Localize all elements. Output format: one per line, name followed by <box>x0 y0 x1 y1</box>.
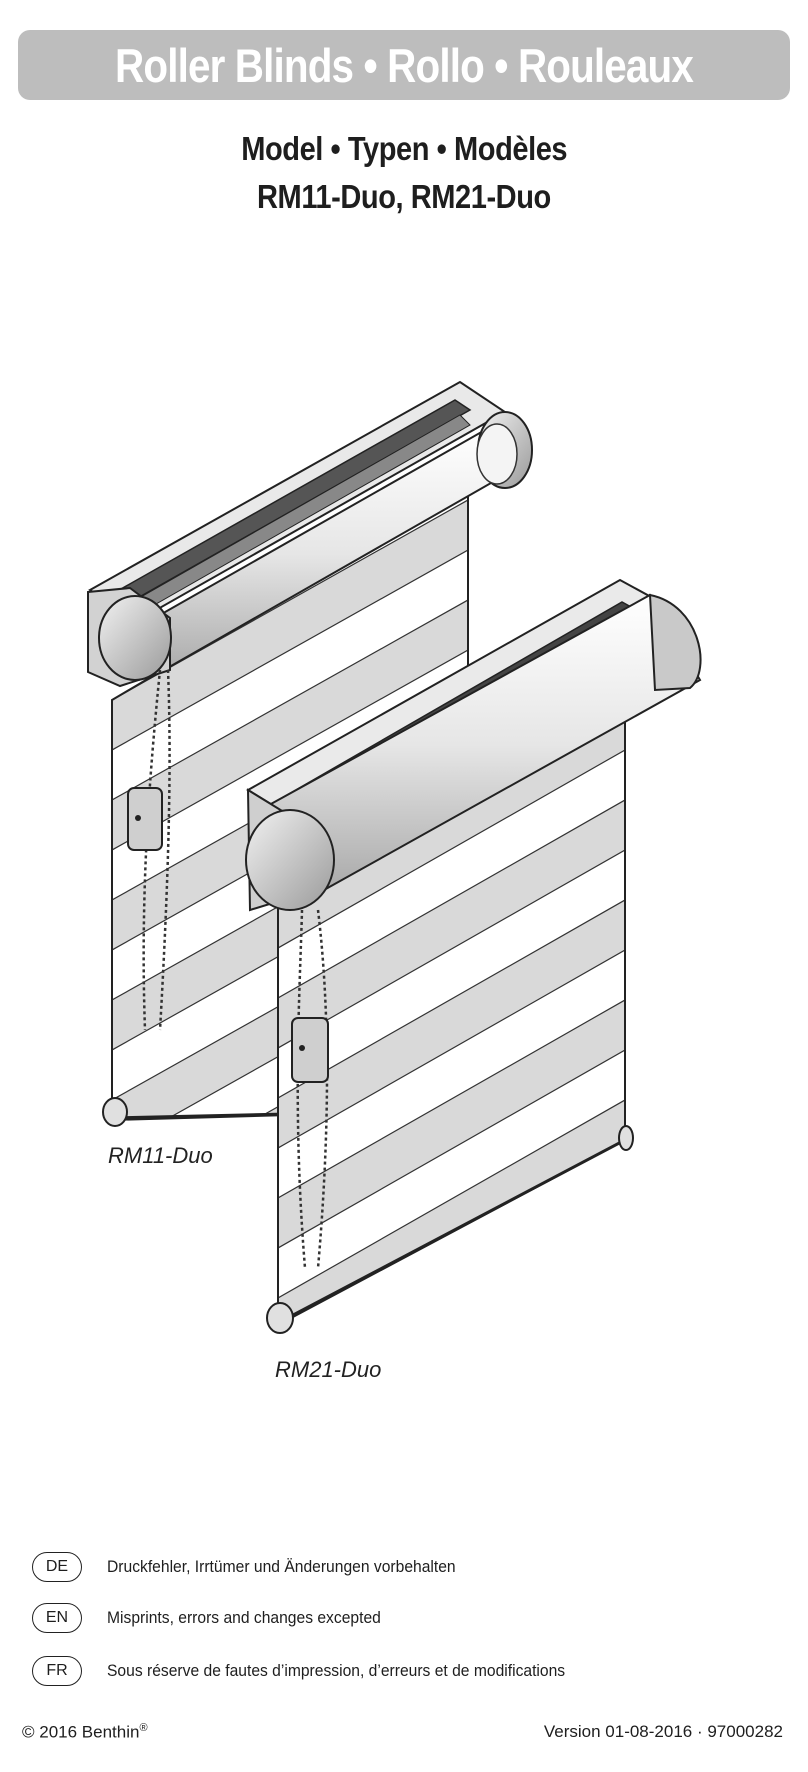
rm21-duo-caption: RM21-Duo <box>275 1357 382 1382</box>
copyright-text: © 2016 Benthin <box>22 1722 140 1742</box>
disclaimer-text-de: Druckfehler, Irrtümer und Änderungen vor… <box>107 1557 456 1576</box>
roller-blinds-illustration <box>87 380 702 1334</box>
models-heading: Model • Typen • Modèles <box>0 130 808 168</box>
document-title: Roller Blinds • Rollo • Rouleaux <box>115 38 694 92</box>
models-heading-line2: RM11-Duo, RM21-Duo <box>257 178 551 215</box>
copyright: © 2016 Benthin® <box>22 1722 148 1743</box>
rm21-duo-blind <box>245 578 702 1334</box>
rm11-bead-chain <box>142 669 171 1031</box>
model-numbers-heading: RM11-Duo, RM21-Duo <box>0 178 808 216</box>
disclaimer-de: DE Druckfehler, Irrtümer und Änderungen … <box>32 1550 486 1584</box>
rm11-duo-caption: RM11-Duo <box>108 1143 213 1168</box>
registered-mark: ® <box>139 1722 148 1734</box>
disclaimer-fr: FR Sous réserve de fautes d’impression, … <box>32 1654 605 1688</box>
language-badge-fr: FR <box>32 1656 82 1686</box>
disclaimer-text-en: Misprints, errors and changes excepted <box>107 1608 381 1627</box>
models-heading-line1: Model • Typen • Modèles <box>241 130 567 167</box>
disclaimer-en: EN Misprints, errors and changes excepte… <box>32 1601 405 1635</box>
language-badge-de: DE <box>32 1552 82 1582</box>
title-banner: Roller Blinds • Rollo • Rouleaux <box>18 30 790 100</box>
language-badge-en: EN <box>32 1603 82 1633</box>
disclaimer-text-fr: Sous réserve de fautes d’impression, d’e… <box>107 1661 566 1680</box>
version-info: Version 01-08-2016 · 97000282 <box>543 1722 783 1741</box>
